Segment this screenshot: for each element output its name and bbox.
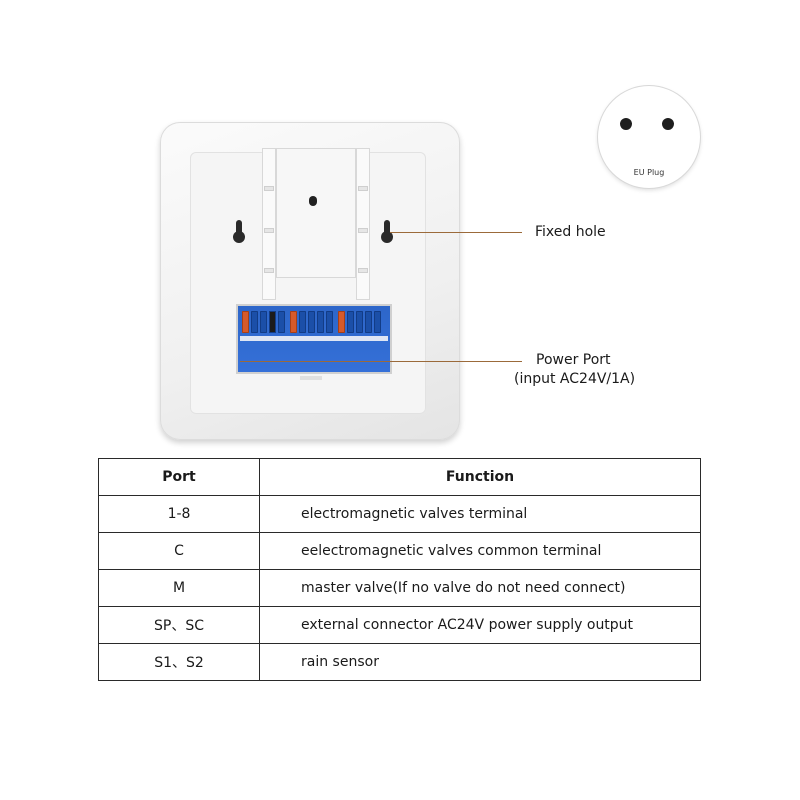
terminal-screw — [338, 311, 345, 333]
function-cell: external connector AC24V power supply ou… — [259, 606, 701, 644]
terminal-screw — [278, 311, 285, 333]
hook-slot — [358, 228, 368, 233]
function-cell: rain sensor — [259, 643, 701, 681]
hook-slot — [358, 186, 368, 191]
table-row: S1、S2 rain sensor — [98, 643, 701, 681]
terminal-screw — [356, 311, 363, 333]
terminal-block — [236, 304, 392, 374]
center-screw-hole — [309, 196, 317, 206]
port-cell: SP、SC — [98, 606, 260, 644]
table-row: SP、SC external connector AC24V power sup… — [98, 606, 701, 644]
port-function-table: Port Function 1-8 electromagnetic valves… — [98, 458, 701, 681]
terminal-screw — [374, 311, 381, 333]
terminal-screw — [365, 311, 372, 333]
table-row: 1-8 electromagnetic valves terminal — [98, 495, 701, 533]
center-plate — [276, 148, 356, 278]
keyhole-right-icon — [381, 220, 393, 243]
terminal-screw — [308, 311, 315, 333]
table-row: M master valve(If no valve do not need c… — [98, 569, 701, 607]
power-port-leader-line — [240, 361, 522, 362]
terminal-screw — [347, 311, 354, 333]
plug-pin — [620, 118, 632, 130]
hook-slot — [264, 228, 274, 233]
port-cell: M — [98, 569, 260, 607]
port-cell: S1、S2 — [98, 643, 260, 681]
terminal-screw — [299, 311, 306, 333]
keyhole-left-icon — [233, 220, 245, 243]
terminal-screw — [242, 311, 249, 333]
function-cell: master valve(If no valve do not need con… — [259, 569, 701, 607]
mounting-rib-right — [356, 148, 370, 300]
hook-slot — [358, 268, 368, 273]
port-cell: 1-8 — [98, 495, 260, 533]
terminal-label-strip — [240, 336, 388, 341]
function-column-header: Function — [259, 458, 701, 496]
terminal-screw — [317, 311, 324, 333]
fixed-hole-leader-line — [390, 232, 522, 233]
terminal-screw — [326, 311, 333, 333]
mounting-rib-left — [262, 148, 276, 300]
terminal-screw — [290, 311, 297, 333]
eu-plug-icon — [598, 86, 700, 188]
hook-slot — [264, 186, 274, 191]
power-port-label: Power Port — [536, 352, 611, 368]
port-cell: C — [98, 532, 260, 570]
table-header-row: Port Function — [98, 458, 701, 496]
function-cell: eelectromagnetic valves common terminal — [259, 532, 701, 570]
function-cell: electromagnetic valves terminal — [259, 495, 701, 533]
plug-pin — [662, 118, 674, 130]
terminal-screw — [251, 311, 258, 333]
cable-notch — [300, 376, 322, 380]
table-row: C eelectromagnetic valves common termina… — [98, 532, 701, 570]
port-column-header: Port — [98, 458, 260, 496]
fixed-hole-label: Fixed hole — [535, 224, 606, 240]
terminal-screw — [260, 311, 267, 333]
terminal-screw — [269, 311, 276, 333]
power-port-spec: (input AC24V/1A) — [514, 371, 636, 387]
hook-slot — [264, 268, 274, 273]
eu-plug-label: EU Plug — [633, 168, 665, 177]
